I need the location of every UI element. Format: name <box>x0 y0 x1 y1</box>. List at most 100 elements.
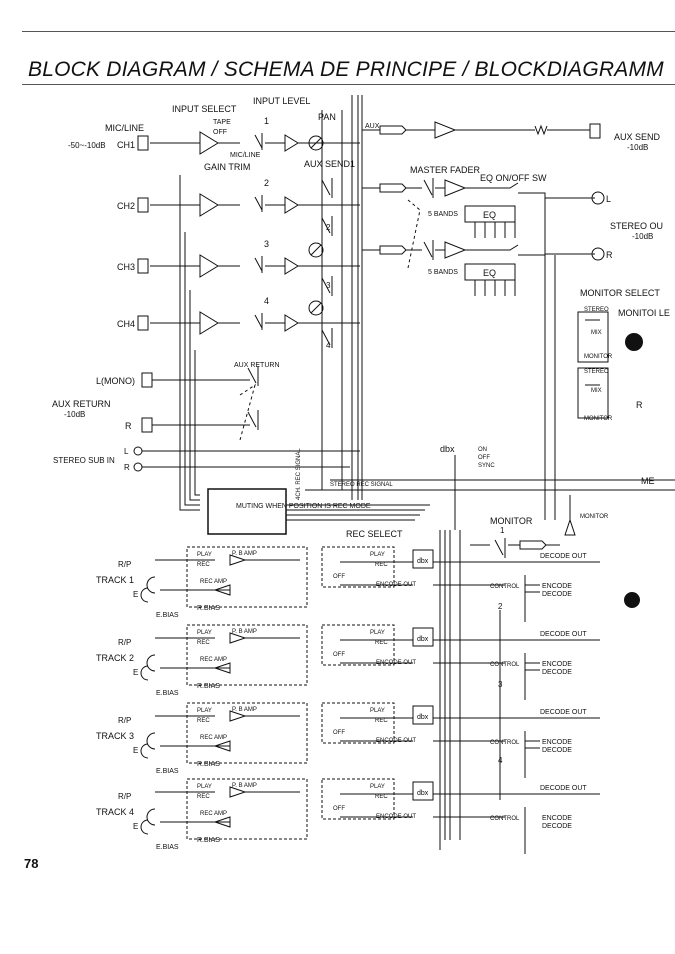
dbx-sync: SYNC <box>478 463 495 469</box>
dbx-switch-label: dbx <box>440 444 455 454</box>
ch3-label: CH3 <box>117 262 135 272</box>
monitor-l-label: MONITOR <box>584 354 613 360</box>
track-4-rs-play: PLAY <box>370 784 385 790</box>
track-1-recamp: REC AMP <box>200 579 227 585</box>
master-fader-label: MASTER FADER <box>410 165 481 175</box>
track-2-control: CONTROL <box>490 662 520 668</box>
track-4-label: TRACK 4 <box>96 807 134 817</box>
page-number: 78 <box>24 856 38 871</box>
track-2-rec: REC <box>197 640 210 646</box>
aux-send-out-label: AUX SEND <box>614 132 661 142</box>
track-4-encode-out: ENCODE OUT <box>376 814 416 820</box>
aux-send1-label: AUX SEND1 <box>304 159 355 169</box>
track-4-dbx: dbx <box>417 790 429 797</box>
track-1-rbias: R.BIAS <box>197 605 220 612</box>
track-4-control: CONTROL <box>490 816 520 822</box>
input-select-label: INPUT SELECT <box>172 104 237 114</box>
track-2-rs-play: PLAY <box>370 630 385 636</box>
stereo-sub-in-r: R <box>124 463 130 472</box>
monitor-r-out: R <box>636 400 643 410</box>
track-3-decode-out: DECODE OUT <box>540 709 587 716</box>
track-1-encode: ENCODE <box>542 583 572 590</box>
track-1-play: PLAY <box>197 552 212 558</box>
track-2-rs-off: OFF <box>333 652 345 658</box>
track-4-rec: REC <box>197 794 210 800</box>
title-underline <box>22 84 675 85</box>
five-bands-l: 5 BANDS <box>428 211 458 218</box>
stereo-sub-in-l: L <box>124 447 129 456</box>
track-3-rs-rec: REC <box>375 718 388 724</box>
monitor-select-label: MONITOR SELECT <box>580 288 660 298</box>
dbx-off: OFF <box>478 455 490 461</box>
off-label: OFF <box>213 129 227 136</box>
track-1-ebias: E.BIAS <box>156 612 179 619</box>
track-2-encode-out: ENCODE OUT <box>376 660 416 666</box>
monitor-label: MONITOR <box>490 516 533 526</box>
monitor-pot-4: 4 <box>498 756 503 765</box>
track-3-e: E <box>133 746 138 755</box>
aux-send-3: 3 <box>326 281 331 290</box>
aux-return-label: AUX RETURN <box>52 399 111 409</box>
input-level-label: INPUT LEVEL <box>253 96 310 106</box>
aux-send-2: 2 <box>326 223 331 232</box>
track-4-rbias: R.BIAS <box>197 837 220 844</box>
mix-r-label: MIX <box>591 388 602 394</box>
monitor-amp-label: MONITOR <box>580 514 609 520</box>
input-level-1: 1 <box>264 116 269 126</box>
aux-send-4: 4 <box>326 341 331 350</box>
input-level-4: 4 <box>264 296 269 306</box>
input-level-3: 3 <box>264 239 269 249</box>
muting-label: MUTING WHEN POSITION IS REC MODE <box>236 503 371 510</box>
track-1-decode: DECODE <box>542 591 572 598</box>
track-4-rs-rec: REC <box>375 794 388 800</box>
rec-select-label: REC SELECT <box>346 529 403 539</box>
track-3-play: PLAY <box>197 708 212 714</box>
track-2-decode-out: DECODE OUT <box>540 631 587 638</box>
stereo-r-label: STEREO <box>584 369 609 375</box>
monitor-knob-marker <box>625 333 643 351</box>
aux-return-r: R <box>125 421 132 431</box>
track-2-dbx: dbx <box>417 636 429 643</box>
track-3-rp: R/P <box>118 716 131 725</box>
track-3-rbias: R.BIAS <box>197 761 220 768</box>
track-1-rs-play: PLAY <box>370 552 385 558</box>
track-1-dbx: dbx <box>417 558 429 565</box>
track-4-play: PLAY <box>197 784 212 790</box>
track-3-rs-play: PLAY <box>370 708 385 714</box>
tape-label: TAPE <box>213 119 231 126</box>
track-1-rec: REC <box>197 562 210 568</box>
mix-l-label: MIX <box>591 330 602 336</box>
input-level-2: 2 <box>264 178 269 188</box>
track-2-rbias: R.BIAS <box>197 683 220 690</box>
track-2-rp: R/P <box>118 638 131 647</box>
track-4-decode: DECODE <box>542 823 572 830</box>
track-3-encode-out: ENCODE OUT <box>376 738 416 744</box>
top-rule <box>22 31 675 32</box>
track-1-decode-out: DECODE OUT <box>540 553 587 560</box>
track-3-rec: REC <box>197 718 210 724</box>
track-2-decode: DECODE <box>542 669 572 676</box>
track-3-label: TRACK 3 <box>96 731 134 741</box>
aux-return-fader-label: AUX RETURN <box>234 362 280 369</box>
track-1-e: E <box>133 590 138 599</box>
monitor-level-label: MONITOI LE <box>618 308 670 318</box>
stereo-out-level: -10dB <box>632 232 653 241</box>
track-4-ebias: E.BIAS <box>156 844 179 851</box>
eq-r-label: EQ <box>483 268 496 278</box>
track-3-recamp: REC AMP <box>200 735 227 741</box>
track-3-rs-off: OFF <box>333 730 345 736</box>
track-2-pbamp: P. B AMP <box>232 629 257 635</box>
eq-onoff-label: EQ ON/OFF SW <box>480 173 547 183</box>
ch2-label: CH2 <box>117 201 135 211</box>
track-knob-marker <box>624 592 640 608</box>
track-3-pbamp: P. B AMP <box>232 707 257 713</box>
eq-l-label: EQ <box>483 210 496 220</box>
track-1-encode-out: ENCODE OUT <box>376 582 416 588</box>
track-3-dbx: dbx <box>417 714 429 721</box>
ch4-label: CH4 <box>117 319 135 329</box>
track-2-rs-rec: REC <box>375 640 388 646</box>
stereo-rec-signal-label: STEREO REC SIGNAL <box>330 482 393 488</box>
track-1-rs-off: OFF <box>333 574 345 580</box>
track-4-pbamp: P. B AMP <box>232 783 257 789</box>
